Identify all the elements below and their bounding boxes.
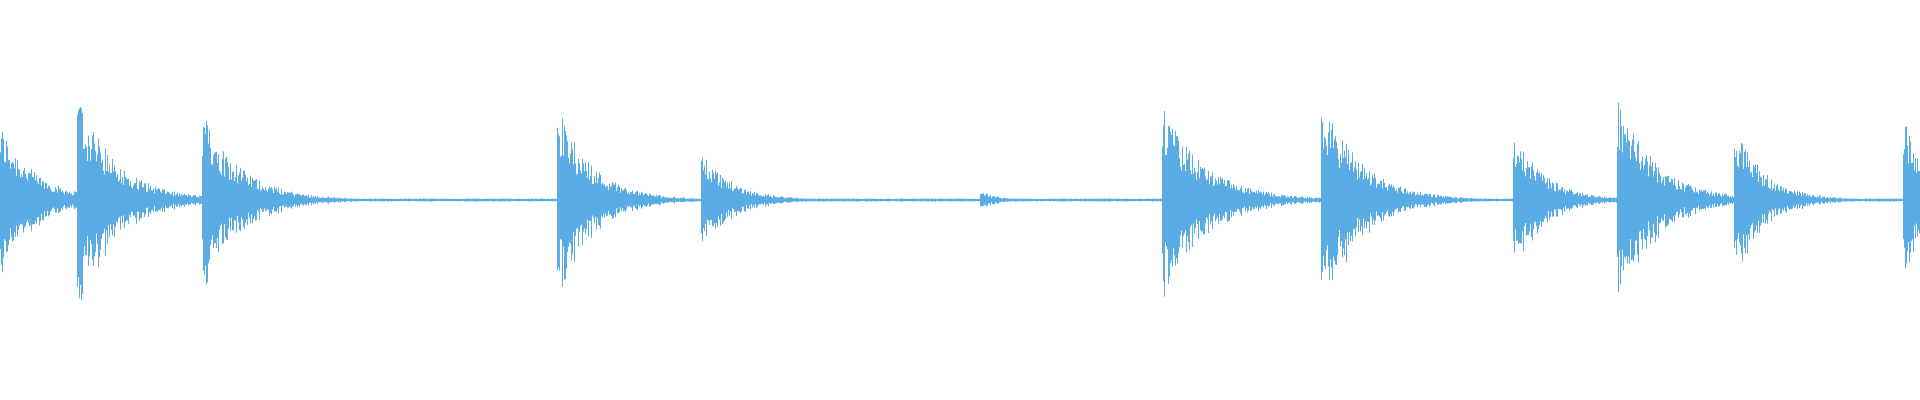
waveform-trace (0, 102, 1920, 300)
waveform-samples (0, 102, 1920, 300)
